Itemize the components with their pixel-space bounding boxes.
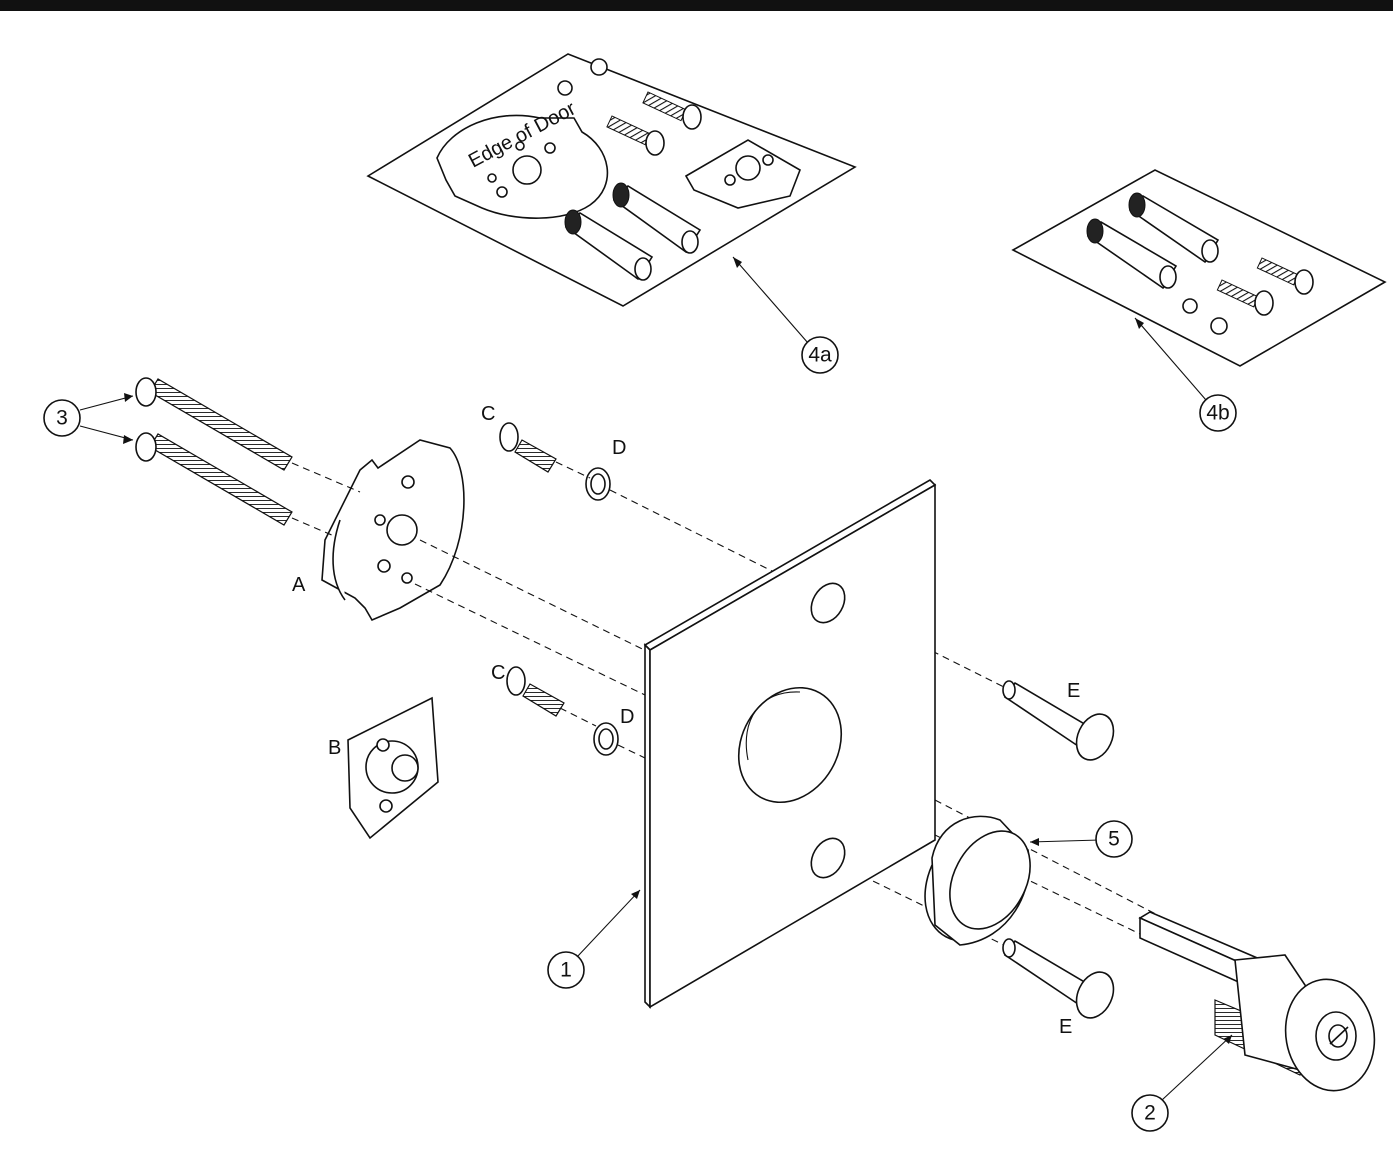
- sex-nut-e-upper: [1002, 680, 1115, 761]
- screw-c-upper: [499, 422, 557, 473]
- long-screw-icon: [135, 377, 293, 471]
- kit-4b-card: [1011, 169, 1387, 367]
- label-e-upper: E: [1067, 680, 1080, 702]
- top-rule: [0, 0, 1393, 11]
- short-screw-icon: [606, 115, 665, 156]
- long-screw-icon: [135, 432, 293, 526]
- sex-bolt-icon: [1086, 218, 1178, 290]
- trim-ring-5: [924, 815, 1031, 946]
- callout-1-text: 1: [560, 959, 572, 982]
- lock-washer-d-upper: [585, 467, 611, 501]
- lock-washer-icon: [1210, 317, 1228, 335]
- screw-c-lower: [506, 666, 565, 717]
- short-screw-icon: [642, 91, 702, 130]
- callout-4b-text: 4b: [1206, 402, 1229, 425]
- door-panel-1: [643, 478, 937, 1009]
- lock-washer-icon: [1182, 298, 1198, 314]
- label-c-lower: C: [491, 662, 505, 684]
- mounting-template: Edge of Door: [436, 98, 609, 219]
- short-screw-icon: [1216, 279, 1274, 316]
- mounting-plate-a: [321, 439, 465, 622]
- backing-plate-b: [347, 696, 439, 840]
- sex-bolt-icon: [612, 182, 702, 254]
- callout-1: [547, 951, 585, 989]
- sex-nut-e-lower: [1002, 938, 1115, 1019]
- label-c-upper: C: [481, 403, 495, 425]
- short-screw-icon: [1256, 257, 1314, 295]
- lock-washer-icon: [590, 58, 608, 76]
- callout-4a-text: 4a: [808, 344, 832, 367]
- sex-bolt-icon: [564, 209, 654, 281]
- callout-2-text: 2: [1144, 1102, 1156, 1125]
- lock-washer-d-lower: [593, 722, 619, 756]
- label-b: B: [328, 737, 341, 759]
- label-d-upper: D: [612, 437, 626, 459]
- label-a: A: [292, 574, 306, 596]
- callout-4b: [1199, 394, 1237, 432]
- label-e-lower: E: [1059, 1016, 1072, 1038]
- callout-3: [43, 399, 81, 437]
- label-d-lower: D: [620, 706, 634, 728]
- sex-bolt-icon: [1128, 192, 1220, 264]
- lock-washer-icon: [557, 80, 573, 96]
- cylinder-2: [1138, 911, 1376, 1092]
- panel-bore-hole: [737, 686, 843, 804]
- callout-5-text: 5: [1108, 828, 1120, 851]
- callout-2: [1131, 1094, 1169, 1132]
- backing-plate-icon: [684, 139, 801, 209]
- callout-4a: [801, 336, 839, 374]
- callout-5: [1095, 820, 1133, 858]
- callout-3-text: 3: [56, 407, 68, 430]
- kit-4a-card: Edge of Door: [366, 53, 857, 307]
